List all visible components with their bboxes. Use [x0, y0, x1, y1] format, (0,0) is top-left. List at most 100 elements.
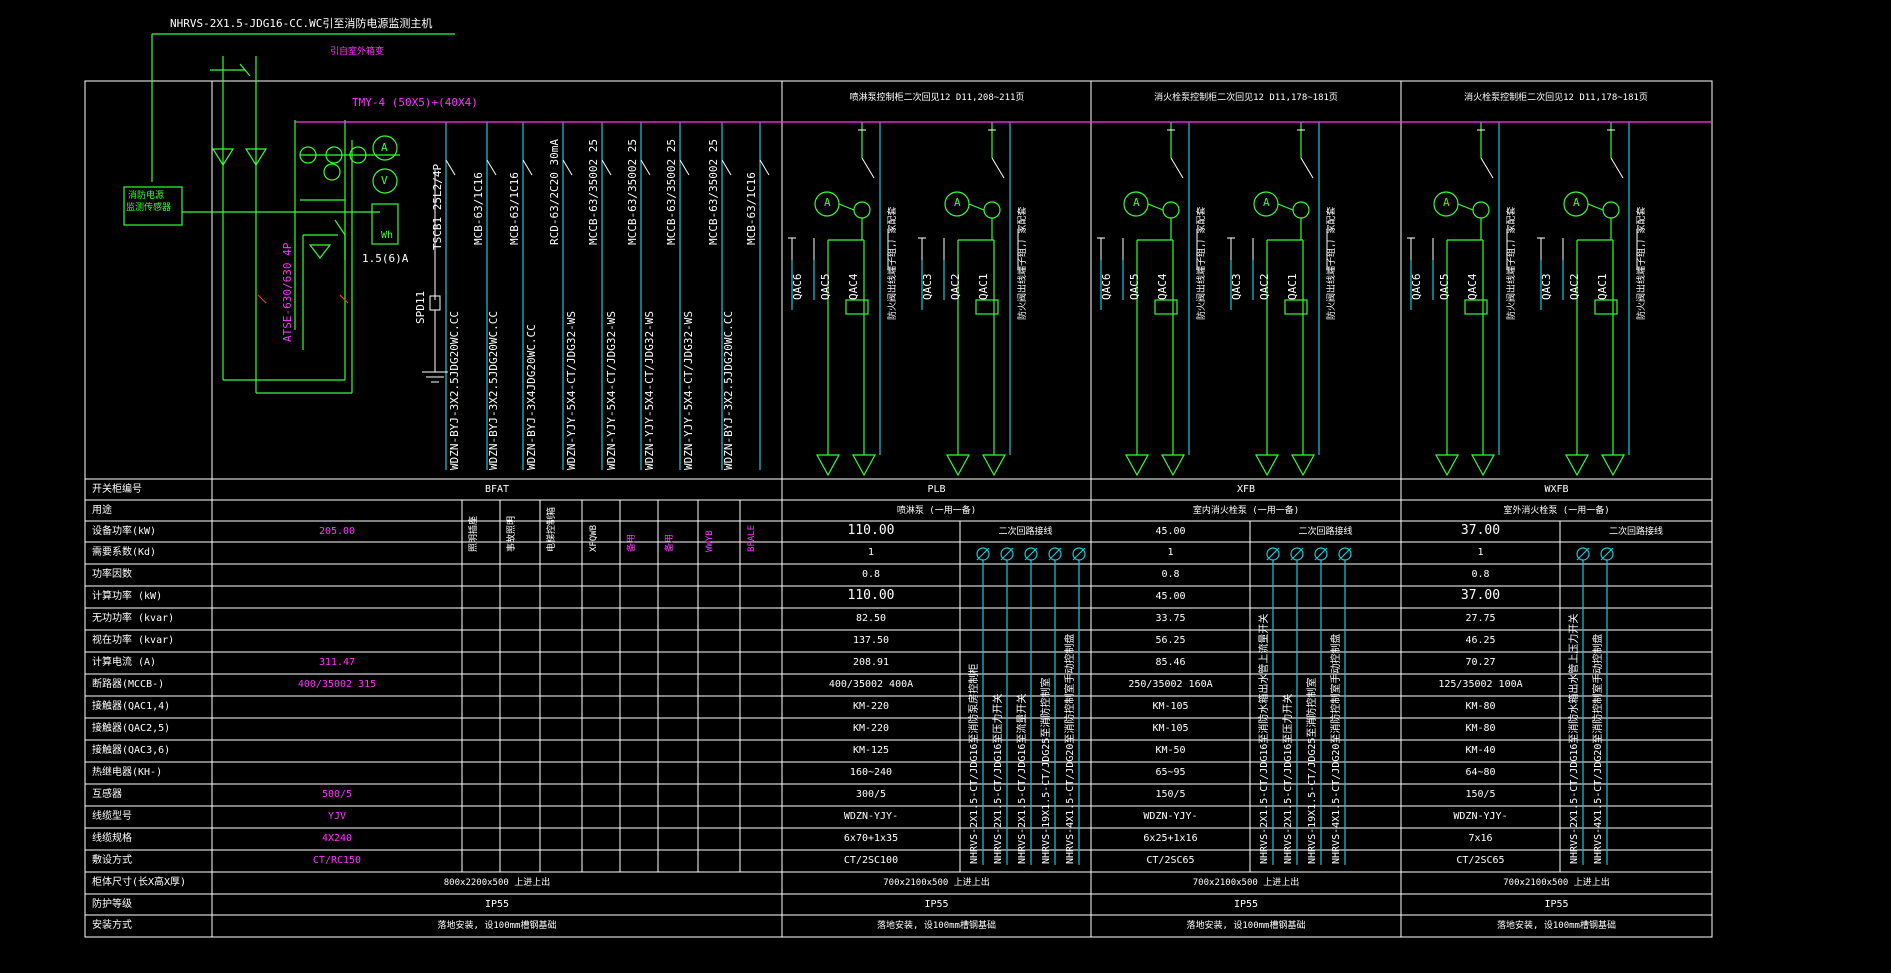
relay-coil	[1154, 299, 1178, 315]
bfat-breaker-label: RCD-63/2C20 30mA	[548, 139, 561, 245]
ct-symbol	[1292, 201, 1310, 219]
gland-slash	[1290, 547, 1304, 561]
panel-value: 65~95	[1155, 767, 1186, 778]
bfat-protection: IP55	[484, 899, 510, 910]
ammeter-letter: A	[1133, 196, 1140, 209]
breaker-contact	[1610, 157, 1624, 179]
panel-value: 6x70+1x35	[843, 833, 899, 844]
panel-value: 82.50	[855, 613, 887, 624]
ammeter-link	[838, 203, 855, 211]
gland-slash	[1266, 547, 1280, 561]
gland-slash	[1314, 547, 1328, 561]
ammeter-letter: A	[1573, 196, 1580, 209]
panel-value: 400/35002 400A	[828, 679, 914, 690]
row-label: 线缆规格	[92, 833, 132, 844]
outgoing-feeder-arrow	[1600, 454, 1626, 477]
bfat-breaker-label: MCCB-63/35002 25	[707, 139, 720, 245]
outgoing-feeder-arrow	[1160, 454, 1186, 477]
outgoing-feeder-arrow	[981, 454, 1007, 477]
panel-value: WDZN-YJY-	[1143, 811, 1198, 822]
breaker-contact	[861, 157, 875, 179]
secondary-label: 二次回路接线	[998, 527, 1053, 537]
secondary-cable-label: NHRVS-2X1.5-CT/JDG16至压力开关	[993, 693, 1004, 864]
ats-label: ATSE-630/630 4P	[281, 242, 294, 342]
voltmeter-symbol	[372, 168, 398, 194]
voltmeter-letter: V	[381, 174, 388, 187]
ammeter-link	[1457, 203, 1474, 211]
bfat-value: 4X240	[321, 833, 353, 844]
row-label: 需要系数(Kd)	[92, 547, 157, 558]
qac-label: QAC4	[847, 273, 860, 301]
secondary-label: 二次回路接线	[1608, 527, 1663, 537]
bfat-cable-label: WDZN-YJY-5X4-CT/JDG32-WS	[643, 311, 656, 470]
bfat-value: 311.47	[318, 657, 356, 668]
outgoing-feeder-arrow	[1124, 454, 1150, 477]
panel-value: CT/2SC100	[843, 855, 899, 866]
panel-value: 70.27	[1465, 657, 1496, 668]
secondary-cable-label: NHRVS-2X1.5-CT/JDG16至消防水箱出水管上流量开关	[1259, 613, 1270, 864]
bfat-branch-use: 电梯控制箱	[547, 506, 557, 552]
gland-slash	[976, 547, 990, 561]
outgoing-feeder-arrow	[1434, 454, 1460, 477]
panel-value: 45.00	[1155, 591, 1186, 602]
branch-breaker-contact	[640, 159, 651, 176]
row-label: 柜体尺寸(长X高X厚)	[92, 877, 187, 888]
panel-use: 室外消火栓泵 (一用一备)	[1503, 506, 1610, 516]
qac-label: QAC2	[1568, 273, 1581, 301]
qac-label: QAC1	[1596, 273, 1609, 301]
row-label: 防护等级	[92, 899, 132, 910]
ammeter-link	[968, 203, 985, 211]
tick	[239, 63, 251, 77]
panel-value: 110.00	[847, 588, 895, 603]
panel-value: CT/2SC65	[1456, 855, 1505, 866]
spd-label: SPD11	[414, 290, 427, 324]
panel-value: KM-50	[1155, 745, 1186, 756]
row-label: 热继电器(KH-)	[92, 767, 163, 778]
bfat-id: BFAT	[484, 484, 510, 495]
ats-symbol	[308, 244, 332, 259]
secondary-cable-label: NHRVS-2X1.5-CT/JDG16至消防泵房控制柜	[969, 663, 980, 864]
breaker-contact	[1300, 157, 1314, 179]
auto-terminal-note: 防火阀出线端子组,厂家配套	[1507, 206, 1517, 320]
bfat-value: 400/35002 315	[297, 679, 377, 690]
col-header-plb: 喷淋泵控制柜二次回见12 D11,208~211页	[849, 93, 1025, 103]
bfat-cable-label: WDZN-YJY-5X4-CT/JDG32-WS	[682, 311, 695, 470]
panel-value: 64~80	[1465, 767, 1496, 778]
panel-value: KM-105	[1152, 723, 1189, 734]
row-label: 安装方式	[92, 920, 132, 931]
monitor-box-label-1: 消防电源	[128, 191, 165, 201]
panel-value: 125/35002 100A	[1438, 679, 1523, 690]
bfat-value: 205.00	[318, 526, 356, 537]
ct-symbol	[1602, 201, 1620, 219]
secondary-label: 二次回路接线	[1298, 527, 1353, 537]
ammeter-letter: A	[1263, 196, 1270, 209]
ct-symbol	[1472, 201, 1490, 219]
qac-label: QAC4	[1156, 273, 1169, 301]
row-label: 视在功率 (kvar)	[92, 635, 175, 646]
panel-value: 1	[1167, 547, 1174, 558]
relay-coil	[1464, 299, 1488, 315]
gland-slash	[1338, 547, 1352, 561]
qac-label: QAC5	[1128, 273, 1141, 301]
branch-breaker-contact	[721, 159, 732, 176]
panel-value: 150/5	[1465, 789, 1496, 800]
ct-symbol	[1162, 201, 1180, 219]
secondary-cable-label: NHRVS-2X1.5-CT/JDG16至消防水箱出水管上压力开关	[1569, 613, 1580, 864]
bfat-branch-use: 事故照明	[507, 515, 517, 552]
panel-value: WDZN-YJY-	[1453, 811, 1508, 822]
gland-slash	[1000, 547, 1014, 561]
secondary-cable-label: NHRVS-4X1.5-CT/JDG20至消防控制室手动控制盘	[1331, 633, 1342, 864]
bfat-branch-use: 备用	[665, 533, 675, 552]
panel-value: 150/5	[1155, 789, 1186, 800]
bfat-install: 落地安装, 设100mm槽钢基础	[437, 921, 557, 931]
bfat-breaker-label: MCCB-63/35002 25	[665, 139, 678, 245]
row-label: 线缆型号	[92, 811, 132, 822]
col-header-wxfb: 消火栓泵控制柜二次回见12 D11,178~181页	[1464, 93, 1648, 103]
bfat-branch-use: 照明插座	[469, 515, 479, 552]
panel-value: 208.91	[852, 657, 890, 668]
panel-use: 喷淋泵 (一用一备)	[896, 506, 977, 516]
ammeter-symbol	[372, 135, 398, 161]
bfat-branch-use: BFALE	[747, 524, 757, 552]
outgoing-feeder-arrow	[1470, 454, 1496, 477]
